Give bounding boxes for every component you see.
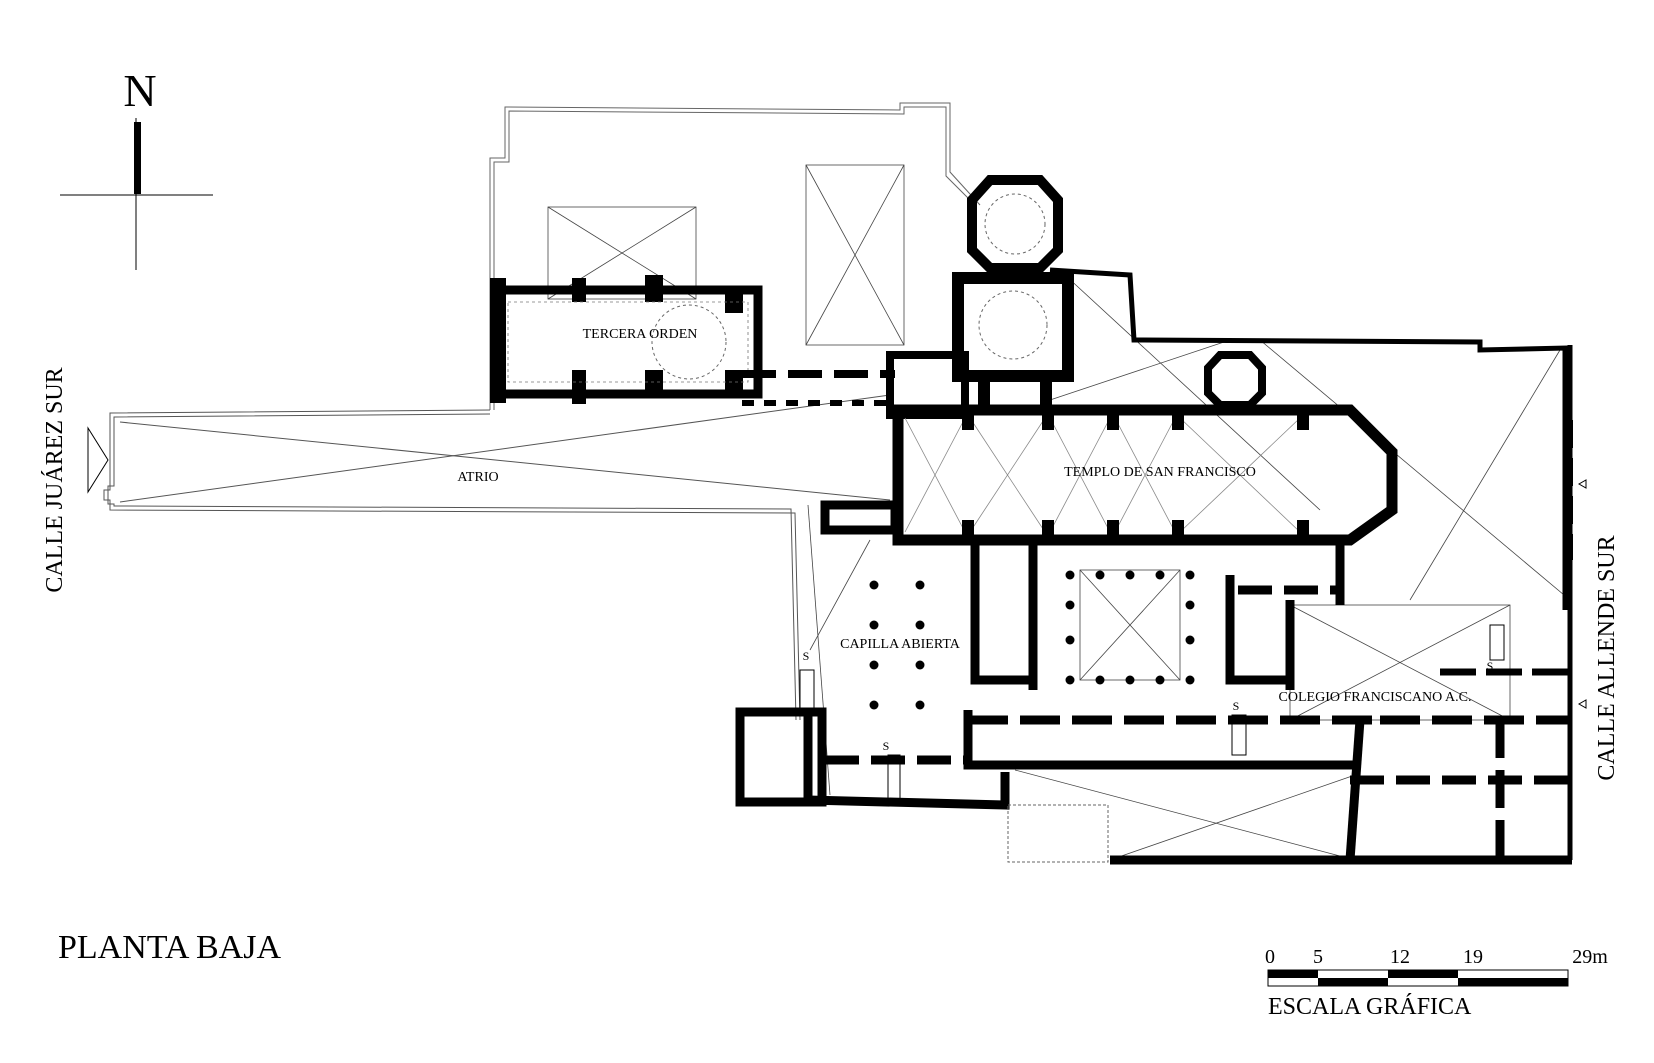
east-marker-icon bbox=[1577, 479, 1587, 489]
stair-marker: S bbox=[1233, 699, 1240, 713]
scale-tick: 29m bbox=[1572, 946, 1608, 968]
street-label-west: CALLE JUÁREZ SUR bbox=[42, 367, 68, 592]
north-property-outline bbox=[489, 102, 981, 410]
label-atrio: ATRIO bbox=[457, 470, 498, 485]
cloister-walls bbox=[735, 540, 1572, 865]
scale-caption: ESCALA GRÁFICA bbox=[1268, 994, 1472, 1020]
north-label: N bbox=[123, 65, 156, 116]
tercera-orden-chapel bbox=[490, 275, 763, 404]
corridor-walls bbox=[742, 370, 895, 406]
scale-bar: 0 5 12 19 29m ESCALA GRÁFICA bbox=[1265, 946, 1608, 1020]
cloister-columns bbox=[869, 570, 1195, 710]
east-marker-icon bbox=[1577, 699, 1587, 709]
stair-marker: S bbox=[803, 649, 810, 663]
label-templo: TEMPLO DE SAN FRANCISCO bbox=[1064, 465, 1256, 480]
scale-tick: 12 bbox=[1390, 946, 1410, 968]
east-outer-walls bbox=[1049, 267, 1573, 860]
street-label-east: CALLE ALLENDE SUR bbox=[1594, 535, 1620, 780]
label-capilla-abierta: CAPILLA ABIERTA bbox=[840, 637, 961, 652]
templo-octagon bbox=[1204, 351, 1266, 409]
plan-title: PLANTA BAJA bbox=[58, 929, 281, 966]
stairs bbox=[799, 624, 1505, 863]
tower-north bbox=[952, 175, 1074, 414]
atrio-outline bbox=[103, 394, 891, 721]
north-arrow: N bbox=[60, 65, 213, 270]
label-tercera-orden: TERCERA ORDEN bbox=[583, 327, 698, 342]
scale-tick: 5 bbox=[1313, 946, 1323, 968]
stair-marker: S bbox=[883, 739, 890, 753]
scale-tick: 0 bbox=[1265, 946, 1275, 968]
scale-tick: 19 bbox=[1463, 946, 1483, 968]
entrance-arrow bbox=[87, 426, 109, 494]
label-colegio: COLEGIO FRANCISCANO A.C. bbox=[1279, 690, 1472, 705]
templo-nave bbox=[820, 351, 1398, 546]
stair-marker: S bbox=[1487, 659, 1494, 673]
